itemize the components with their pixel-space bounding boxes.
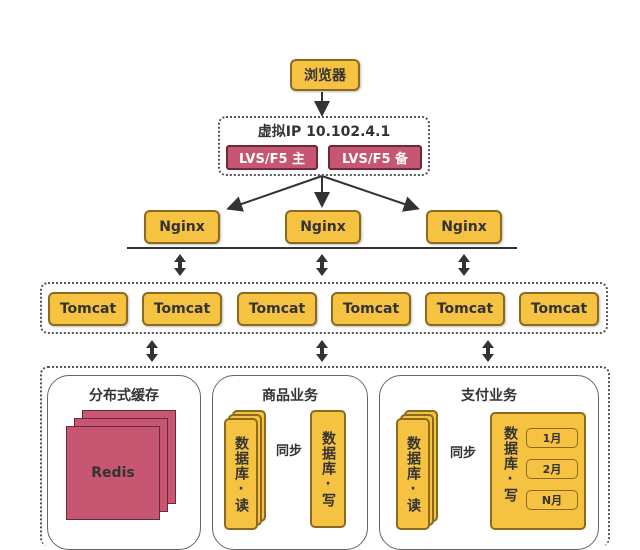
product-db-read-node: 数据库·读	[224, 418, 258, 530]
arrow-vip-nginx-1	[226, 175, 323, 212]
services-group	[40, 366, 610, 546]
browser-label: 浏览器	[304, 68, 346, 84]
double-arrow-3	[458, 254, 470, 276]
double-arrow-5	[316, 340, 328, 362]
lvs-backup-label: LVS/F5 备	[341, 152, 409, 167]
double-arrow-6	[482, 340, 494, 362]
browser-node: 浏览器	[290, 59, 360, 91]
tomcat-label: Tomcat	[436, 301, 494, 317]
vip-group	[218, 116, 430, 176]
tomcat-node-1: Tomcat	[48, 292, 128, 326]
redis-label: Redis	[91, 465, 135, 481]
tomcat-label: Tomcat	[530, 301, 588, 317]
arrow-vip-nginx-3	[321, 175, 420, 212]
payment-db-read-node: 数据库·读	[396, 418, 430, 530]
month-label: 2月	[542, 463, 562, 476]
product-db-read-label: 数据库·读	[233, 435, 249, 513]
nginx-node-1: Nginx	[144, 210, 220, 244]
product-title: 商品业务	[262, 388, 318, 404]
payment-db-write-label: 数据库·写	[502, 426, 518, 503]
vip-label: 虚拟IP 10.102.4.1	[257, 124, 391, 140]
tomcat-node-2: Tomcat	[142, 292, 222, 326]
nginx-label: Nginx	[159, 219, 205, 235]
month-shard-2: 2月	[526, 459, 578, 479]
tomcat-label: Tomcat	[59, 301, 117, 317]
month-shard-1: 1月	[526, 428, 578, 448]
nginx-label: Nginx	[441, 219, 487, 235]
tomcat-label: Tomcat	[342, 301, 400, 317]
redis-node: Redis	[66, 426, 160, 520]
month-label: 1月	[542, 432, 562, 445]
tomcat-node-6: Tomcat	[519, 292, 599, 326]
nginx-label: Nginx	[300, 219, 346, 235]
product-db-write-node: 数据库·写	[310, 410, 346, 528]
tomcat-label: Tomcat	[153, 301, 211, 317]
nginx-node-2: Nginx	[285, 210, 361, 244]
month-shard-n: N月	[526, 490, 578, 510]
double-arrow-4	[146, 340, 158, 362]
double-arrow-1	[174, 254, 186, 276]
payment-title: 支付业务	[461, 388, 517, 404]
lvs-main-label: LVS/F5 主	[238, 152, 306, 167]
tomcat-node-3: Tomcat	[237, 292, 317, 326]
tomcat-group	[40, 282, 608, 334]
product-db-write-label: 数据库·写	[320, 430, 336, 508]
tomcat-node-4: Tomcat	[331, 292, 411, 326]
cache-title: 分布式缓存	[89, 388, 159, 404]
tomcat-node-5: Tomcat	[425, 292, 505, 326]
tomcat-label: Tomcat	[248, 301, 306, 317]
nginx-node-3: Nginx	[426, 210, 502, 244]
payment-sync-label: 同步	[450, 446, 477, 461]
payment-db-read-label: 数据库·读	[405, 435, 421, 513]
lvs-backup-node: LVS/F5 备	[328, 145, 422, 170]
product-sync-label: 同步	[276, 444, 303, 459]
double-arrow-2	[316, 254, 328, 276]
month-label: N月	[541, 494, 563, 507]
lvs-main-node: LVS/F5 主	[226, 145, 318, 170]
